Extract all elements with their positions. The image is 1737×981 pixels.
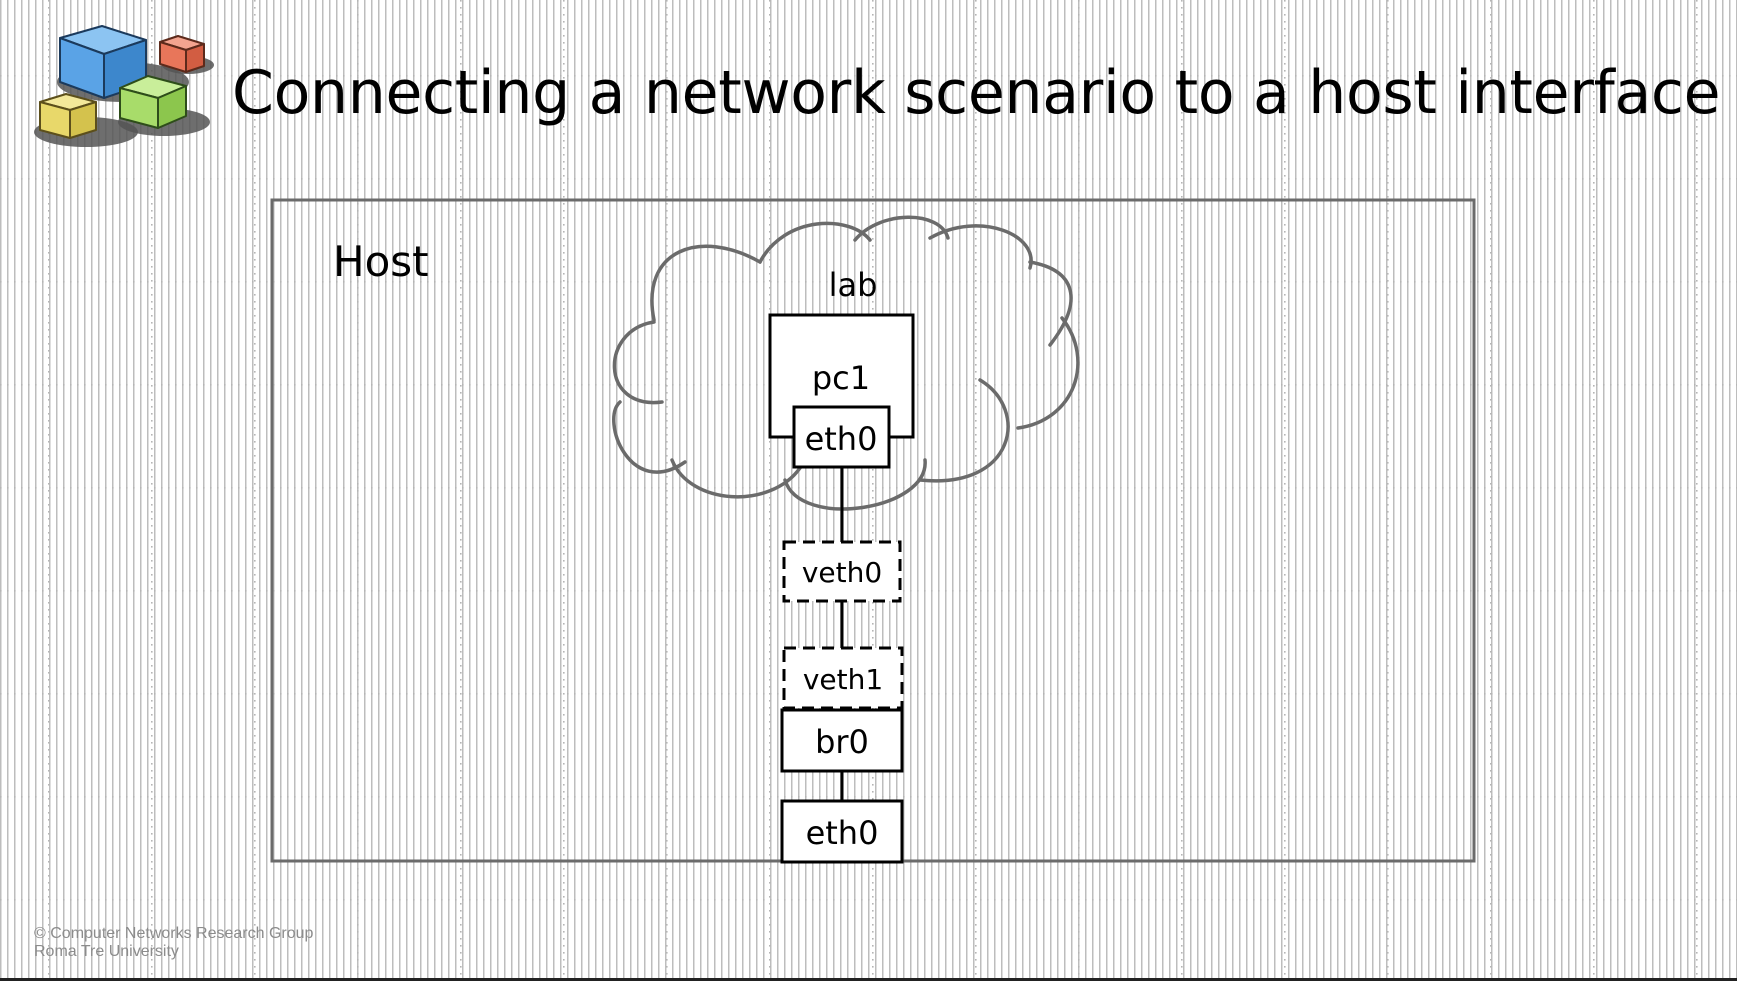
bottom-rule xyxy=(0,978,1737,981)
veth0-label: veth0 xyxy=(802,556,882,589)
footer-line-2: Roma Tre University xyxy=(34,943,179,960)
host-eth0-label: eth0 xyxy=(806,814,879,852)
footer-credits: © Computer Networks Research Group Roma … xyxy=(34,925,313,961)
veth1-box xyxy=(782,646,904,710)
cloud-label: lab xyxy=(829,266,878,304)
footer-line-1: © Computer Networks Research Group xyxy=(34,925,314,942)
host-label: Host xyxy=(333,237,429,286)
veth1-label: veth1 xyxy=(803,663,883,696)
colored-cubes-logo-icon xyxy=(34,25,214,147)
lab-cloud xyxy=(612,215,1080,511)
bridge-box xyxy=(780,708,904,773)
bridge-label: br0 xyxy=(815,723,869,761)
machine-eth0-label: eth0 xyxy=(805,420,878,458)
slide-title: Connecting a network scenario to a host … xyxy=(232,58,1721,128)
machine-label: pc1 xyxy=(812,359,870,397)
host-eth0-box xyxy=(780,799,904,864)
veth0-box xyxy=(782,540,902,603)
